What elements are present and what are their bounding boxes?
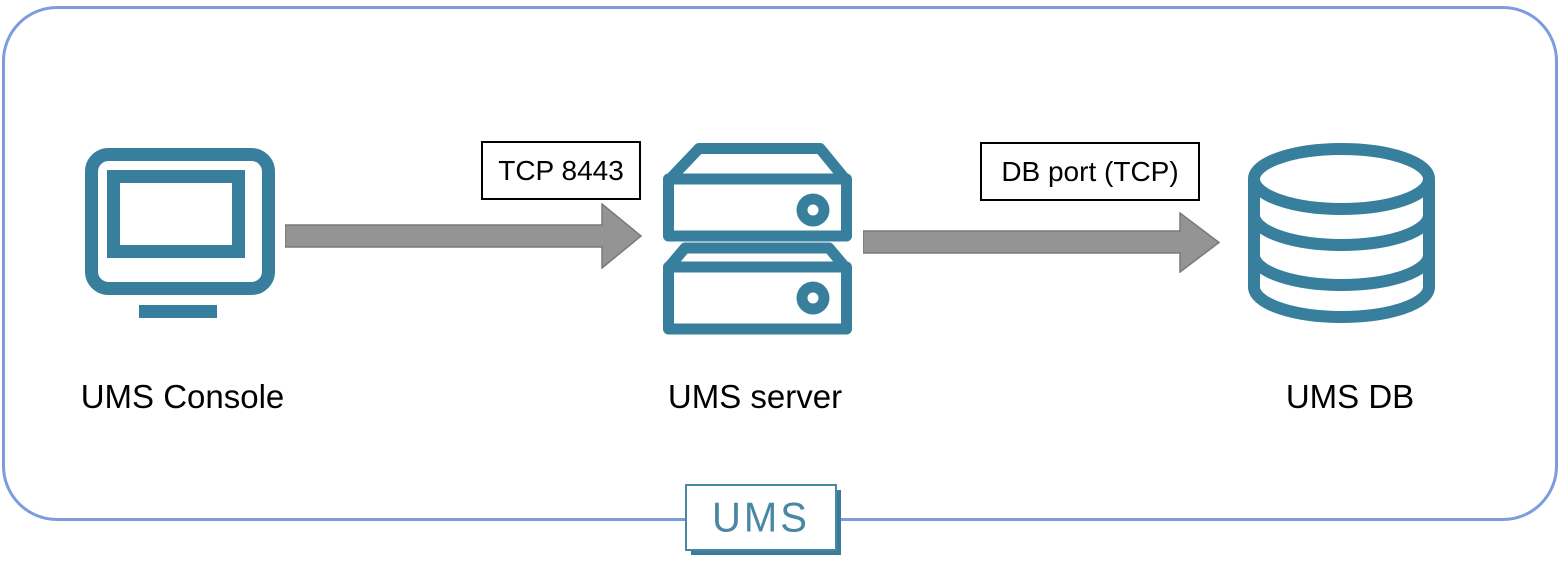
connection-label-db-port: DB port (TCP) [980, 142, 1200, 201]
connection-label-tcp-8443: TCP 8443 [481, 141, 641, 200]
arrow-console-to-server [285, 203, 643, 269]
server-stack-icon [663, 140, 853, 335]
node-label-ums-console: UMS Console [80, 378, 285, 415]
ums-group-tag-label: UMS [712, 494, 810, 541]
database-icon [1248, 143, 1435, 333]
connection-label-text: TCP 8443 [498, 154, 624, 186]
node-label-ums-server: UMS server [667, 378, 843, 415]
monitor-icon [85, 148, 275, 320]
node-label-ums-db: UMS DB [1285, 378, 1415, 415]
arrow-server-to-db [863, 212, 1221, 273]
ums-group-tag: UMS [685, 484, 837, 551]
connection-label-text: DB port (TCP) [1001, 155, 1179, 187]
